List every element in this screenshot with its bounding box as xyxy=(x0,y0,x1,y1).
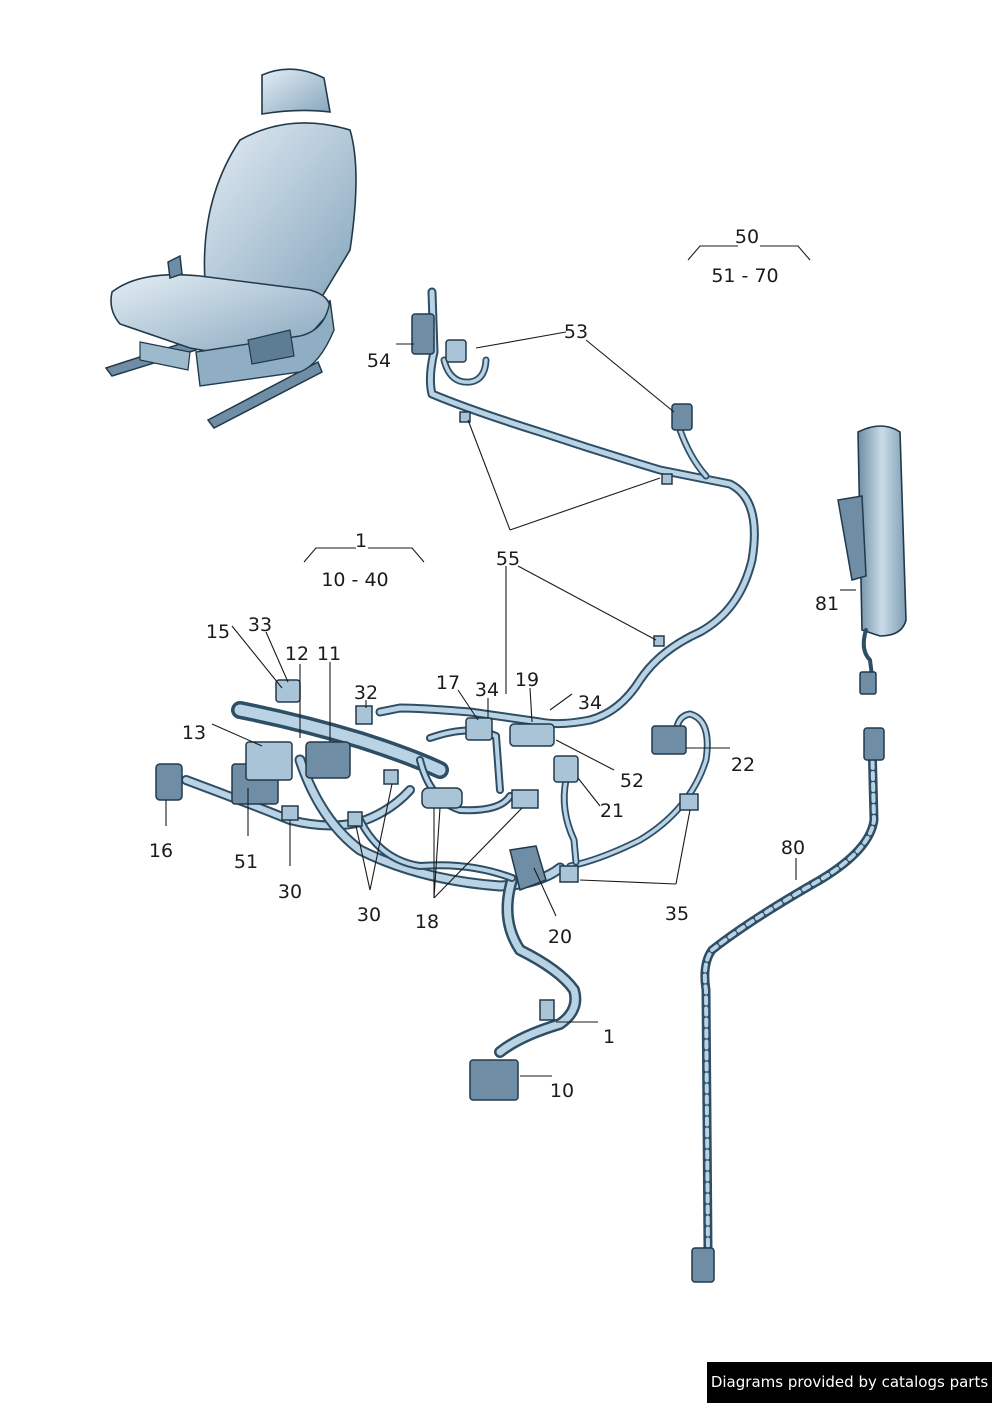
connector-20 xyxy=(509,845,547,892)
label-10-40: 10 - 40 xyxy=(321,569,388,591)
label-30a: 30 xyxy=(278,881,302,903)
clip-55a xyxy=(459,411,471,423)
connector-54 xyxy=(411,313,435,355)
clip-30b xyxy=(347,811,363,827)
label-17: 17 xyxy=(436,672,460,694)
connector-22 xyxy=(651,725,687,755)
label-30b: 30 xyxy=(357,904,381,926)
harness-1 xyxy=(155,679,711,1101)
connector-21 xyxy=(553,755,579,783)
label-15: 15 xyxy=(206,621,230,643)
label-13: 13 xyxy=(182,722,206,744)
clip-35a xyxy=(559,865,579,883)
connector-18a xyxy=(421,787,463,809)
label-34a: 34 xyxy=(475,679,499,701)
harness-80 xyxy=(691,727,885,1283)
label-52: 52 xyxy=(620,770,644,792)
label-33: 33 xyxy=(248,614,272,636)
clip-55b xyxy=(661,473,673,485)
connector-53b xyxy=(671,403,693,431)
connector-17 xyxy=(465,717,493,741)
clip-55c xyxy=(653,635,665,647)
label-51: 51 xyxy=(234,851,258,873)
connector-10 xyxy=(469,1059,519,1101)
clip-30c xyxy=(383,769,399,785)
label-54: 54 xyxy=(367,350,391,372)
connector-15 xyxy=(275,679,301,703)
clip-32 xyxy=(355,705,373,725)
connector-53a xyxy=(445,339,467,363)
label-53: 53 xyxy=(564,321,588,343)
clip-1 xyxy=(539,999,555,1021)
leader-lines xyxy=(165,245,856,1077)
label-12: 12 xyxy=(285,643,309,665)
label-16: 16 xyxy=(149,840,173,862)
label-1-bottom: 1 xyxy=(603,1026,615,1048)
label-19: 19 xyxy=(515,669,539,691)
label-55: 55 xyxy=(496,548,520,570)
footer-credit: Diagrams provided by catalogs parts xyxy=(707,1362,992,1403)
label-50: 50 xyxy=(735,226,759,248)
connector-13 xyxy=(245,741,293,781)
connector-11 xyxy=(305,741,351,779)
clip-35b xyxy=(679,793,699,811)
label-18: 18 xyxy=(415,911,439,933)
side-airbag-81 xyxy=(837,425,907,695)
label-10: 10 xyxy=(550,1080,574,1102)
label-1-top: 1 xyxy=(355,530,367,552)
connector-16 xyxy=(155,763,183,801)
label-32: 32 xyxy=(354,682,378,704)
label-21: 21 xyxy=(600,800,624,822)
connector-18b xyxy=(511,789,539,809)
label-80: 80 xyxy=(781,837,805,859)
harness-50 xyxy=(375,287,759,729)
label-34b: 34 xyxy=(578,692,602,714)
part-labels: 50 51 - 70 53 54 1 10 - 40 55 81 15 33 1… xyxy=(149,226,839,1102)
label-51-70: 51 - 70 xyxy=(711,265,778,287)
connector-52 xyxy=(509,723,555,747)
label-35: 35 xyxy=(665,903,689,925)
label-81: 81 xyxy=(815,593,839,615)
seat-illustration xyxy=(104,68,357,429)
label-11: 11 xyxy=(317,643,341,665)
clip-30a xyxy=(281,805,299,821)
label-20: 20 xyxy=(548,926,572,948)
label-22: 22 xyxy=(731,754,755,776)
